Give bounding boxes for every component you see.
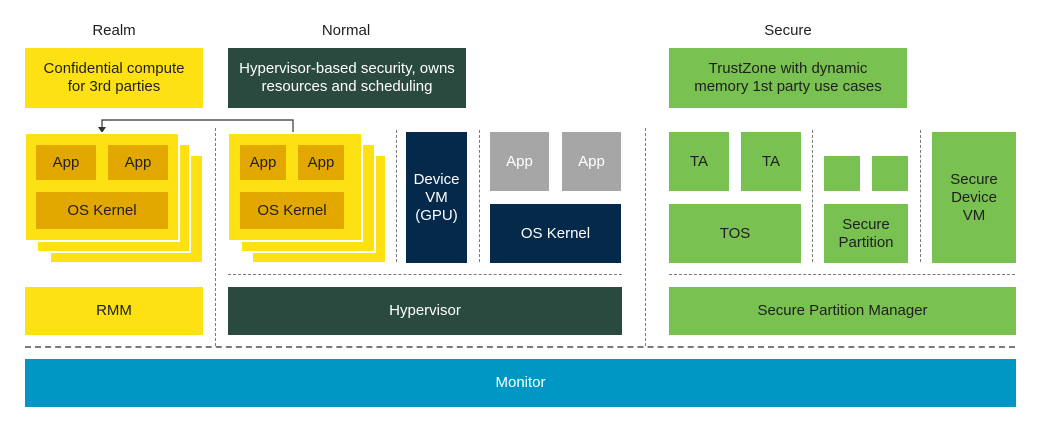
- device-vm-gpu: Device VM (GPU): [406, 132, 467, 263]
- secure-heading: Secure: [764, 22, 812, 39]
- monitor-divider: [25, 346, 1015, 348]
- secure-el-divider: [669, 274, 1015, 275]
- realm-delegation-arrow: [98, 119, 294, 133]
- secure-ta-1: TA: [669, 132, 729, 191]
- normal-app-1: App: [240, 145, 286, 180]
- secure-device-vm: Secure Device VM: [932, 132, 1016, 263]
- secure-partition-manager: Secure Partition Manager: [669, 287, 1016, 335]
- secure-sp-divider-2: [920, 130, 921, 262]
- secure-partition: Secure Partition: [824, 204, 908, 263]
- monitor: Monitor: [25, 359, 1016, 407]
- normal-os-kernel: OS Kernel: [240, 192, 344, 229]
- rmm: RMM: [25, 287, 203, 335]
- realm-app-1: App: [36, 145, 96, 180]
- realm-os-kernel: OS Kernel: [36, 192, 168, 229]
- hypervisor: Hypervisor: [228, 287, 622, 335]
- normal-gray-app-2: App: [562, 132, 621, 191]
- realm-description: Confidential compute for 3rd parties: [25, 48, 203, 108]
- normal-gray-app-1: App: [490, 132, 549, 191]
- secure-partition-block-2: [872, 156, 908, 191]
- secure-partition-block-1: [824, 156, 860, 191]
- normal-description: Hypervisor-based security, owns resource…: [228, 48, 466, 108]
- secure-description: TrustZone with dynamic memory 1st party …: [669, 48, 907, 108]
- realm-heading: Realm: [92, 22, 136, 39]
- normal-vm-divider-1: [396, 130, 397, 262]
- normal-secure-divider: [645, 128, 646, 346]
- secure-tos: TOS: [669, 204, 801, 263]
- secure-ta-2: TA: [741, 132, 801, 191]
- secure-sp-divider-1: [812, 130, 813, 262]
- realm-app-2: App: [108, 145, 168, 180]
- normal-el-divider: [228, 274, 622, 275]
- normal-os-kernel-2: OS Kernel: [490, 204, 621, 263]
- realm-normal-divider: [215, 128, 216, 346]
- normal-app-2: App: [298, 145, 344, 180]
- normal-heading: Normal: [321, 22, 371, 39]
- normal-vm-divider-2: [479, 130, 480, 262]
